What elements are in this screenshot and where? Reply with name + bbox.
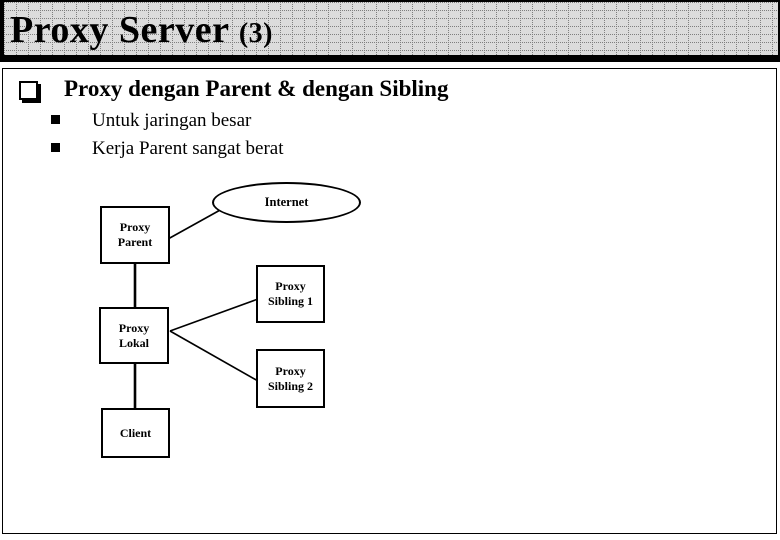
node-internet: Internet bbox=[212, 182, 361, 223]
content-area: Proxy dengan Parent & dengan Sibling Unt… bbox=[2, 68, 777, 534]
node-label-line: Lokal bbox=[118, 335, 149, 350]
node-label-line: Sibling 2 bbox=[267, 378, 314, 393]
node-label-line: Proxy bbox=[118, 320, 150, 335]
node-proxy-parent: Proxy Parent bbox=[100, 206, 170, 264]
filled-square-icon bbox=[51, 143, 60, 152]
edge-lokal-sibling2 bbox=[169, 330, 259, 382]
node-internet-label: Internet bbox=[264, 195, 309, 209]
page-title-suffix: (3) bbox=[238, 18, 273, 49]
node-label-line: Proxy bbox=[275, 279, 306, 293]
sub-bullet-text: Kerja Parent sangat berat bbox=[92, 138, 284, 159]
node-label-line: Parent bbox=[117, 235, 153, 249]
node-label-line: Proxy bbox=[275, 363, 306, 378]
edge-lokal-sibling1 bbox=[169, 298, 259, 332]
node-proxy-sibling-2: Proxy Sibling 2 bbox=[256, 349, 325, 408]
filled-square-icon bbox=[51, 115, 60, 124]
page-title-main: Proxy Server bbox=[10, 9, 229, 51]
node-label-line: Client bbox=[119, 425, 152, 440]
node-label-line: Sibling 1 bbox=[267, 294, 314, 308]
sub-bullet-text: Untuk jaringan besar bbox=[92, 110, 252, 131]
title-bar: Proxy Server (3) bbox=[0, 0, 780, 62]
bullet-item-main: Proxy dengan Parent & dengan Sibling bbox=[19, 75, 448, 103]
node-proxy-lokal: Proxy Lokal bbox=[99, 307, 169, 364]
node-label-line: Proxy bbox=[119, 220, 151, 234]
shadowed-checkbox-icon bbox=[19, 81, 38, 100]
bullet-heading: Proxy dengan Parent & dengan Sibling bbox=[64, 76, 449, 101]
node-client: Client bbox=[101, 408, 170, 458]
edge-parent-internet bbox=[167, 208, 223, 240]
node-proxy-sibling-1: Proxy Sibling 1 bbox=[256, 265, 325, 323]
page-title: Proxy Server (3) bbox=[10, 6, 273, 58]
bullet-item-sub-2: Kerja Parent sangat berat bbox=[51, 137, 284, 161]
bullet-item-sub-1: Untuk jaringan besar bbox=[51, 109, 251, 133]
